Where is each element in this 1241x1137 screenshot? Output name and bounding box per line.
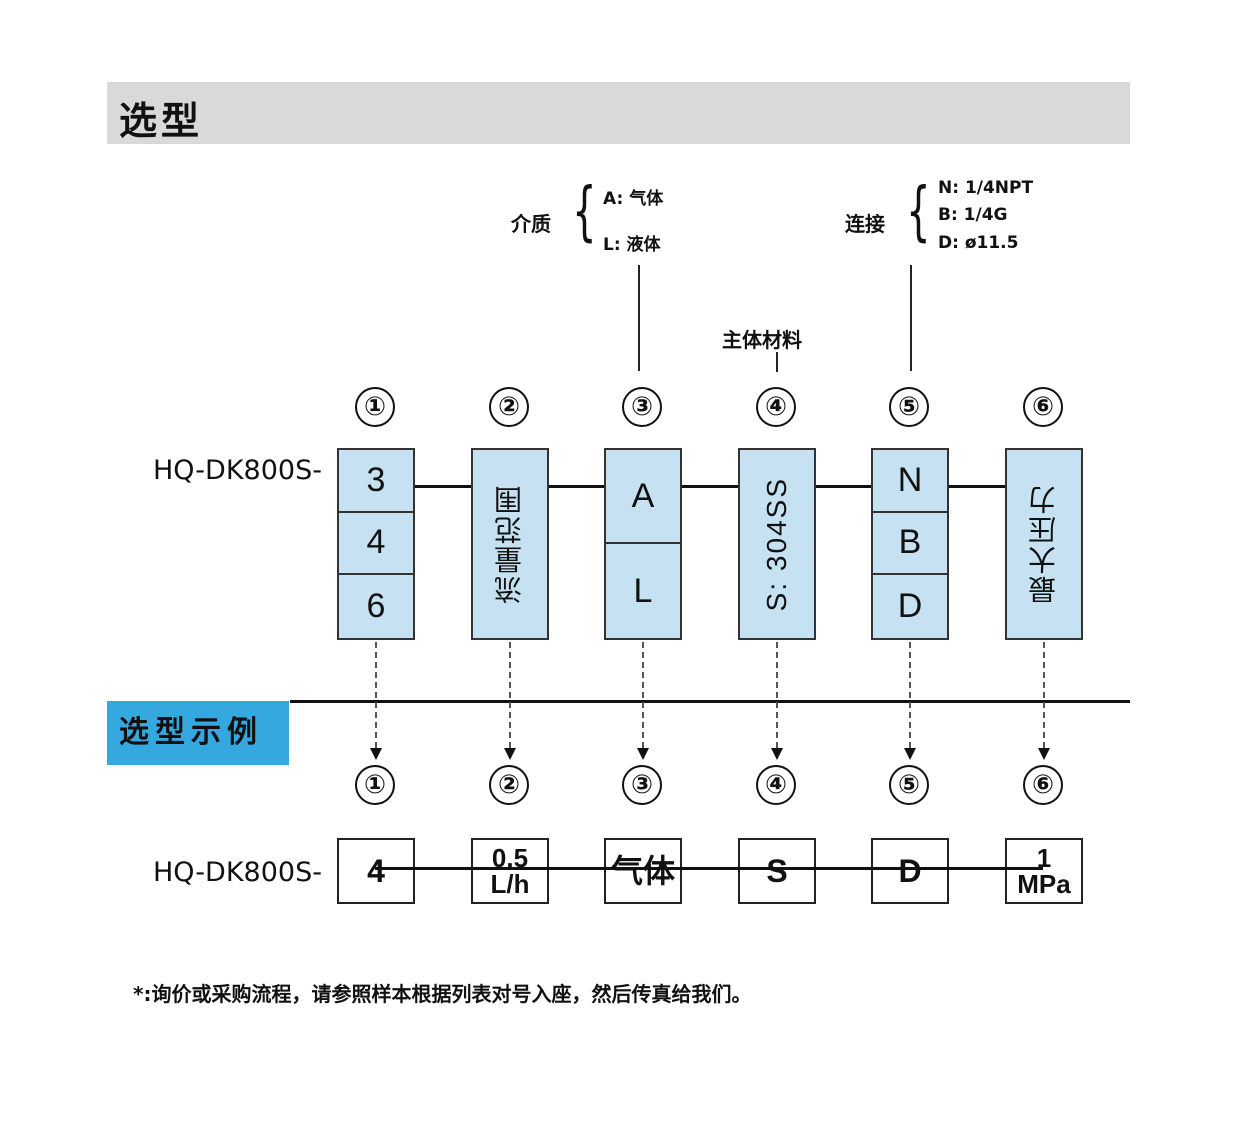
example-model-prefix: HQ-DK800S- [153,857,322,888]
connector-line [375,485,1043,488]
example-value: 气体 [610,853,675,889]
arrow-down-icon [904,748,916,760]
dashed-line [1043,642,1045,748]
option-box: 流量范围 [471,448,549,640]
arrow-down-icon [771,748,783,760]
connection-option: D: ø11.5 [938,233,1019,253]
leader-line [638,265,640,371]
medium-label: 介质 [511,212,551,236]
dashed-line [776,642,778,748]
leader-line [776,352,778,372]
option-vertical-text: 流量范围 [494,484,525,604]
option-cell: 6 [366,587,386,626]
option-cell: 4 [339,513,413,576]
example-value: 0.5 [491,843,529,873]
title-bar: 选型 [107,82,1130,144]
option-cell: L [633,571,653,610]
example-value-box: S [738,838,816,904]
brace-icon: { [906,175,931,249]
example-value: 4 [367,853,385,889]
divider-line [290,700,1130,703]
example-value: S [766,853,788,889]
example-step-number: ④ [756,765,796,805]
example-step-number: ⑤ [889,765,929,805]
step-number: ① [355,387,395,427]
medium-option: A: 气体 [603,189,664,209]
option-vertical-text: 最大压力 [1028,484,1059,604]
arrow-down-icon [370,748,382,760]
option-cell: B [873,513,947,576]
model-prefix: HQ-DK800S- [153,455,322,486]
example-value-box: 气体 [604,838,682,904]
arrow-down-icon [1038,748,1050,760]
step-number: ⑥ [1023,387,1063,427]
medium-option: L: 液体 [603,235,661,255]
brace-icon: { [572,175,597,249]
example-step-number: ② [489,765,529,805]
step-number: ⑤ [889,387,929,427]
dashed-line [375,642,377,748]
example-step-number: ① [355,765,395,805]
example-step-number: ⑥ [1023,765,1063,805]
example-value: D [898,853,922,889]
option-box: 最大压力 [1005,448,1083,640]
dashed-line [509,642,511,748]
example-value: MPa [1017,869,1071,899]
example-value: L/h [490,869,530,899]
footnote: *:询价或采购流程，请参照样本根据列表对号入座，然后传真给我们。 [133,982,752,1006]
arrow-down-icon [504,748,516,760]
step-number: ③ [622,387,662,427]
dashed-line [642,642,644,748]
example-step-number: ③ [622,765,662,805]
dashed-line [909,642,911,748]
connection-label: 连接 [845,212,885,236]
example-value-box: D [871,838,949,904]
option-cell: D [897,587,923,626]
option-cell: N [873,450,947,513]
material-label: 主体材料 [722,328,802,352]
option-cell: 3 [339,450,413,513]
option-box: S: 304SS [738,448,816,640]
example-value: 1 [1036,843,1052,873]
connection-option: N: 1/4NPT [938,178,1034,198]
connection-option: B: 1/4G [938,205,1008,225]
example-value-box: 4 [337,838,415,904]
page-title: 选型 [119,99,204,143]
example-label: 选型示例 [107,701,289,765]
step-number: ④ [756,387,796,427]
arrow-down-icon [637,748,649,760]
leader-line [910,265,912,371]
option-vertical-text: S: 304SS [761,476,792,612]
example-connector-line [375,867,1043,870]
step-number: ② [489,387,529,427]
option-cell: A [606,450,680,544]
